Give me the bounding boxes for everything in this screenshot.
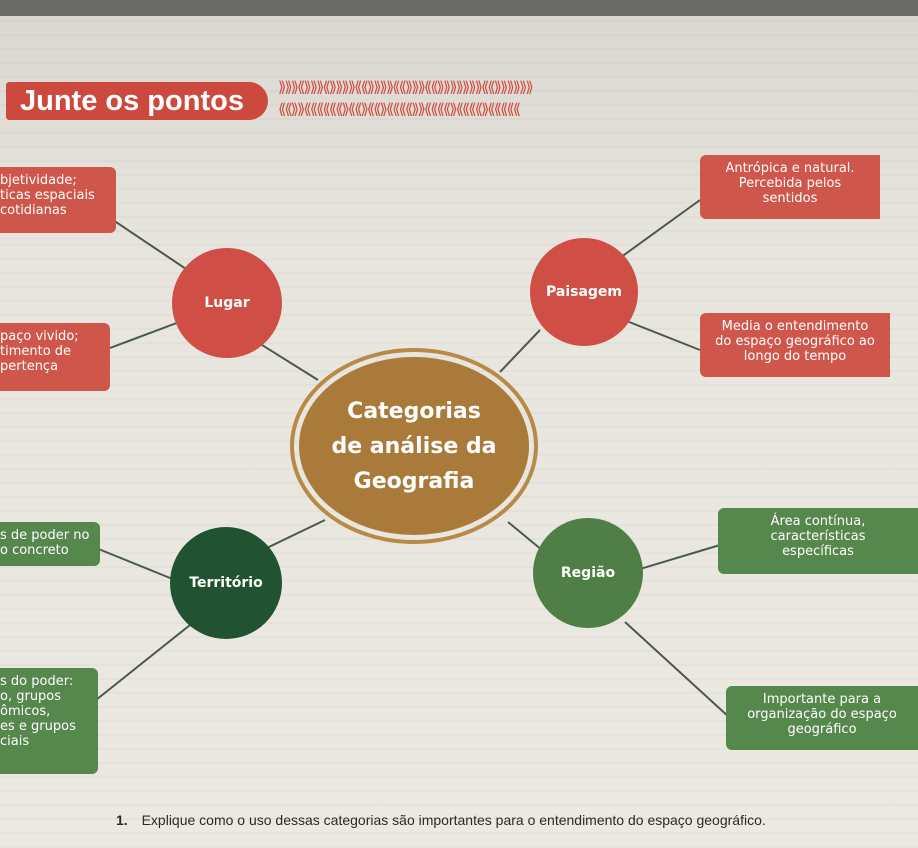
note-regiao-bottom-text: Importante para a organização do espaço … xyxy=(747,692,897,737)
note-paisagem-top-text: Antrópica e natural. Percebida pelos sen… xyxy=(725,161,855,206)
category-lugar: Lugar xyxy=(172,248,282,358)
note-regiao-bottom: Importante para a organização do espaço … xyxy=(726,686,918,750)
category-paisagem-label: Paisagem xyxy=(545,284,622,300)
category-regiao: Região xyxy=(533,518,643,628)
question-number: 1. xyxy=(116,812,128,828)
category-paisagem: Paisagem xyxy=(530,238,638,346)
note-paisagem-bottom-text: Media o entendimento do espaço geográfic… xyxy=(715,319,875,364)
note-territorio-top: s de poder no o concreto xyxy=(0,522,100,566)
note-lugar-top-text: bjetividade; ticas espaciais cotidianas xyxy=(0,173,95,218)
center-ring xyxy=(290,348,538,544)
center-node: Categorias de análise da Geografia xyxy=(299,357,529,535)
note-regiao-top-text: Área contínua, características específic… xyxy=(770,514,866,559)
note-regiao-top: Área contínua, características específic… xyxy=(718,508,918,574)
page-top-edge xyxy=(0,0,918,16)
note-paisagem-bottom: Media o entendimento do espaço geográfic… xyxy=(700,313,890,377)
question: 1. Explique como o uso dessas categorias… xyxy=(116,812,766,828)
category-territorio: Território xyxy=(170,527,282,639)
section-title: Junte os pontos xyxy=(6,82,268,120)
category-lugar-label: Lugar xyxy=(204,295,250,311)
note-territorio-bottom: s do poder: o, grupos ômicos, es e grupo… xyxy=(0,668,98,774)
note-territorio-top-text: s de poder no o concreto xyxy=(0,528,90,558)
note-territorio-bottom-text: s do poder: o, grupos ômicos, es e grupo… xyxy=(0,674,76,749)
note-paisagem-top: Antrópica e natural. Percebida pelos sen… xyxy=(700,155,880,219)
chevron-decoration: ⟫⟫⟫⟪⟫⟫⟫⟪⟫⟫⟫⟫⟪⟪⟫⟫⟫⟫⟪⟪⟫⟫⟫⟪⟪⟫⟫⟫⟫⟫⟫⟫⟪⟪⟫⟫⟫⟫⟫⟫… xyxy=(278,78,534,118)
question-text: Explique como o uso dessas categorias sã… xyxy=(141,812,766,828)
note-lugar-bottom-text: paço vivido; timento de pertença xyxy=(0,329,79,374)
category-territorio-label: Território xyxy=(189,575,263,591)
center-label: Categorias de análise da Geografia xyxy=(331,398,497,494)
note-lugar-bottom: paço vivido; timento de pertença xyxy=(0,323,110,391)
category-regiao-label: Região xyxy=(560,565,616,581)
note-lugar-top: bjetividade; ticas espaciais cotidianas xyxy=(0,167,116,233)
